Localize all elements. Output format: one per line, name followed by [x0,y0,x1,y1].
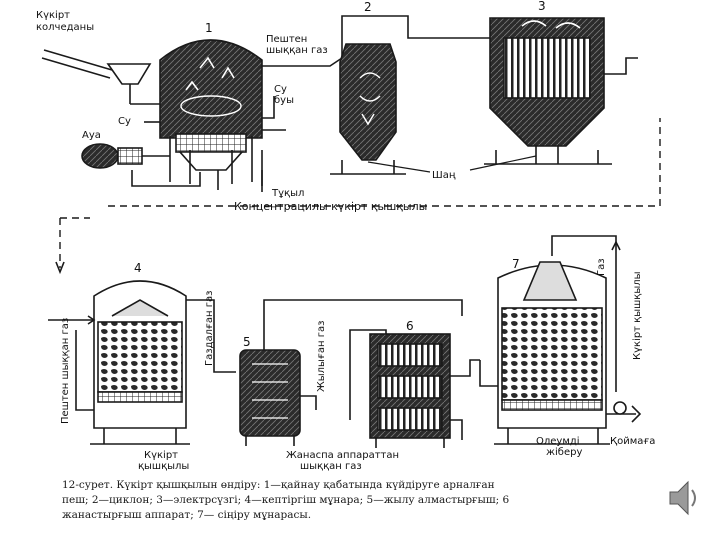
label-pyrite: Күкірт [36,9,70,21]
label-dried-gas: Газдалған газ [204,291,215,366]
number-3: 3 [538,0,546,13]
label-kiln-gas-2: шыққан газ [266,45,328,56]
label-steam-2: буы [274,95,294,106]
label-cinder: Тұқыл [271,188,304,199]
label-conc-acid: Концентрацилы күкірт қышқылы [234,200,427,213]
caption-line-2: пеш; 2—циклон; 3—электрсүзгі; 4—кептіргі… [62,494,510,506]
label-pyrite-2: колчеданы [36,22,94,33]
label-sulfuric-acid-2: қышқылы [138,461,189,472]
label-acid-right: Күкірт қышқылы [631,272,643,361]
diagram-labels: Күкірт колчеданы Пештен шыққан газ Су бу… [36,9,655,472]
number-5: 5 [243,335,251,349]
label-sulfuric-acid: Күкірт [144,449,178,461]
contact-apparatus-6 [349,329,480,448]
number-6: 6 [406,319,414,333]
label-gas-right: Газ [596,258,607,276]
label-kiln-gas-vertical: Пештен шыққан газ [60,318,71,424]
number-7: 7 [512,257,520,271]
speaker-next-icon[interactable] [666,478,702,518]
absorption-tower-7 [479,235,642,445]
caption-line-1: 12-сурет. Күкірт қышқылын өндіру: 1—қайн… [62,479,495,491]
number-4: 4 [134,261,142,275]
label-oleum: Олеумді [536,435,580,447]
label-oleum-2: жіберу [546,446,582,458]
equipment-numbers: 1 2 3 4 5 6 7 [134,0,546,349]
drying-tower-4 [48,280,236,445]
cyclone-2 [330,43,406,175]
figure-caption: 12-сурет. Күкірт қышқылын өндіру: 1—қайн… [62,478,678,523]
label-tank: Қоймаға [610,436,655,447]
label-water: Су [118,116,131,127]
label-steam: Су [274,84,287,95]
label-dust: Шаң [432,170,456,181]
label-kiln-gas: Пештен [266,34,307,45]
label-contact-gas: Жанаспа аппараттан [286,450,399,461]
heat-exchanger-5 [239,299,463,446]
caption-line-3: жанастырғыш аппарат; 7— сіңіру мұнарасы. [62,509,312,521]
number-2: 2 [364,0,372,14]
label-heated-gas: Жылыған газ [316,321,327,392]
label-air: Ауа [82,130,101,141]
electrofilter-3 [484,17,638,165]
label-contact-gas-2: шыққан газ [300,461,362,472]
number-1: 1 [205,21,213,35]
kiln-1 [41,15,490,192]
